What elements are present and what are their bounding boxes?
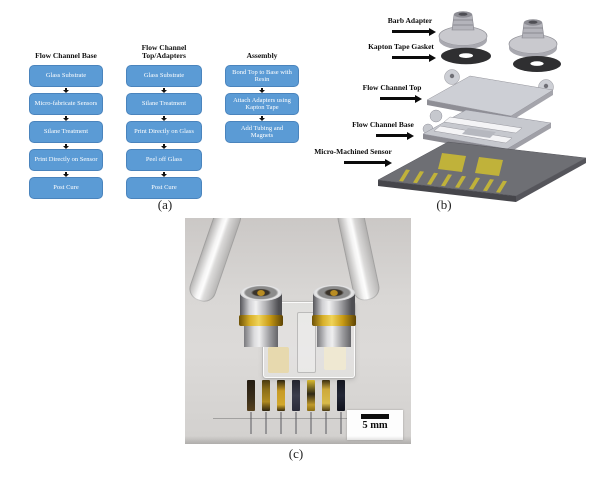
kapton-ring bbox=[239, 315, 283, 326]
barb-adapter-shape bbox=[438, 11, 488, 50]
right-arrow-icon bbox=[344, 158, 392, 167]
sensor-trace bbox=[340, 412, 342, 434]
flowchart-flow-channel-base: Flow Channel Base Glass Substrate Micro-… bbox=[29, 36, 103, 199]
down-arrow-icon bbox=[126, 143, 202, 149]
sensor-trace bbox=[250, 412, 252, 434]
down-arrow-icon bbox=[126, 87, 202, 93]
flow-step: Silane Treatment bbox=[29, 121, 103, 143]
flow-step: Silane Treatment bbox=[126, 93, 202, 115]
sensor-strip bbox=[277, 380, 285, 411]
device-photograph: 5 mm bbox=[185, 218, 411, 444]
tubing-left bbox=[186, 218, 245, 305]
right-arrow-icon bbox=[392, 53, 436, 62]
flow-step: Attach Adapters using Kapton Tape bbox=[225, 93, 299, 115]
barb-fitting-right bbox=[312, 285, 356, 347]
kapton-ring bbox=[312, 315, 356, 326]
callout-micro-machined-sensor: Micro-Machined Sensor bbox=[313, 147, 393, 167]
flow-step: Peel off Glass bbox=[126, 149, 202, 171]
panel-a-label: (a) bbox=[157, 197, 173, 212]
panel-b-label: (b) bbox=[436, 197, 452, 212]
sensor-strip bbox=[262, 380, 270, 411]
flow-step: Bond Top to Base with Resin bbox=[225, 65, 299, 87]
flow-channel-top-shape bbox=[426, 69, 554, 121]
sensor-strip bbox=[292, 380, 300, 411]
glass-slide-edge bbox=[213, 418, 365, 419]
right-arrow-icon bbox=[392, 27, 436, 36]
flow-step: Print Directly on Sensor bbox=[29, 149, 103, 171]
down-arrow-icon bbox=[29, 143, 103, 149]
right-arrow-icon bbox=[376, 131, 414, 140]
flow-step: Micro-fabricate Sensors bbox=[29, 93, 103, 115]
kapton-gasket-shape bbox=[441, 47, 491, 65]
flow-step: Print Directly on Glass bbox=[126, 121, 202, 143]
flow-step: Post Cure bbox=[126, 177, 202, 199]
barb-adapter-shape bbox=[508, 19, 558, 58]
micro-machined-sensor-shape bbox=[377, 141, 587, 202]
callout-flow-channel-top: Flow Channel Top bbox=[361, 83, 423, 103]
callout-kapton-tape-gasket: Kapton Tape Gasket bbox=[365, 42, 437, 62]
flowchart-flow-channel-top-adapters: Flow Channel Top/Adapters Glass Substrat… bbox=[126, 36, 202, 199]
right-arrow-icon bbox=[380, 94, 422, 103]
flow-channel-slot bbox=[297, 312, 316, 373]
sensor-trace bbox=[295, 412, 297, 434]
sensor-strip bbox=[247, 380, 255, 411]
barb-fitting-left bbox=[239, 285, 283, 347]
down-arrow-icon bbox=[225, 115, 299, 121]
flowchart-title: Flow Channel Top/Adapters bbox=[141, 43, 187, 60]
flowchart-title: Assembly bbox=[246, 51, 278, 60]
flowchart-title: Flow Channel Base bbox=[35, 51, 97, 60]
sensor-strip bbox=[322, 380, 330, 411]
printed-resin-right bbox=[324, 345, 346, 370]
flow-step: Add Tubing and Magnets bbox=[225, 121, 299, 143]
down-arrow-icon bbox=[29, 171, 103, 177]
callout-text: Kapton Tape Gasket bbox=[368, 42, 434, 51]
callout-text: Barb Adapter bbox=[387, 16, 433, 25]
sensor-trace bbox=[325, 412, 327, 434]
flow-step: Glass Substrate bbox=[29, 65, 103, 87]
sensor-strip bbox=[337, 380, 345, 411]
exploded-view-diagram bbox=[377, 11, 587, 202]
down-arrow-icon bbox=[225, 87, 299, 93]
down-arrow-icon bbox=[126, 115, 202, 121]
callout-flow-channel-base: Flow Channel Base bbox=[351, 120, 415, 140]
callout-text: Micro-Machined Sensor bbox=[314, 147, 392, 156]
flow-step: Post Cure bbox=[29, 177, 103, 199]
sensor-trace bbox=[265, 412, 267, 434]
flow-step: Glass Substrate bbox=[126, 65, 202, 87]
panel-c-label: (c) bbox=[288, 446, 304, 461]
callout-barb-adapter: Barb Adapter bbox=[383, 16, 437, 36]
fitting-opening bbox=[313, 285, 355, 301]
callout-text: Flow Channel Base bbox=[352, 120, 414, 129]
scale-label: 5 mm bbox=[362, 419, 388, 431]
down-arrow-icon bbox=[29, 115, 103, 121]
sensor-trace bbox=[280, 412, 282, 434]
flowchart-assembly: Assembly Bond Top to Base with Resin Att… bbox=[225, 36, 299, 143]
kapton-gasket-shape bbox=[513, 56, 561, 72]
fitting-opening bbox=[240, 285, 282, 301]
down-arrow-icon bbox=[29, 87, 103, 93]
callout-text: Flow Channel Top bbox=[362, 83, 422, 92]
scale-bar bbox=[361, 414, 389, 419]
printed-resin-left bbox=[268, 347, 289, 373]
sensor-strip bbox=[307, 380, 315, 411]
down-arrow-icon bbox=[126, 171, 202, 177]
scale-bar-box: 5 mm bbox=[347, 410, 403, 440]
sensor-trace bbox=[310, 412, 312, 434]
